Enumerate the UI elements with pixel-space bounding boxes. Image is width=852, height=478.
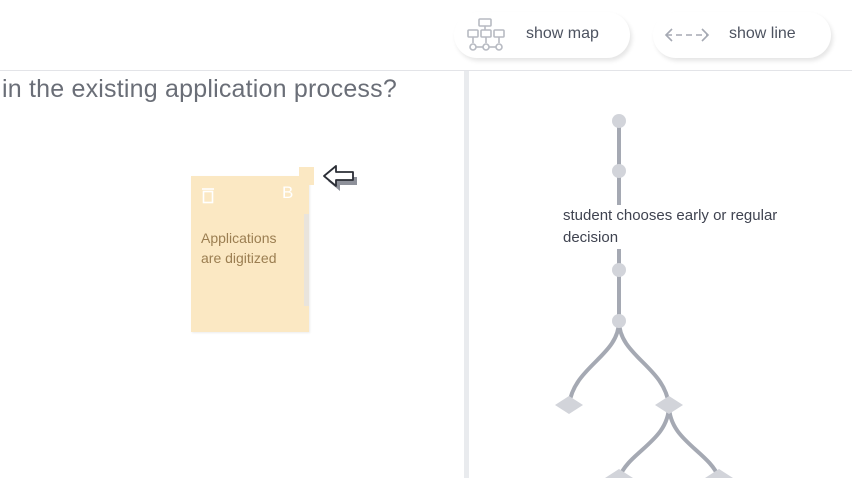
panel-divider[interactable] [464, 71, 469, 478]
process-node [612, 164, 626, 178]
decision-node [655, 396, 683, 414]
show-line-button[interactable]: show line [653, 12, 831, 58]
top-toolbar: show map show line [0, 0, 852, 71]
trash-icon[interactable] [201, 186, 215, 209]
double-arrow-icon [664, 26, 710, 49]
line-view-panel: student chooses early or regular decisio… [469, 71, 852, 478]
decision-node [705, 469, 733, 478]
process-node [612, 114, 626, 128]
note-edge [304, 214, 309, 306]
flowchart-icon [466, 17, 506, 60]
show-line-label: show line [729, 25, 796, 42]
sticky-note[interactable]: B Applications are digitized [191, 176, 309, 332]
process-node [612, 263, 626, 277]
drag-arrow-icon[interactable] [320, 160, 360, 199]
step-label: student chooses early or regular decisio… [563, 205, 813, 249]
note-letter: B [282, 183, 294, 202]
show-map-button[interactable]: show map [454, 12, 630, 58]
note-tab [299, 167, 314, 185]
process-node [612, 314, 626, 328]
decision-node [605, 469, 633, 478]
show-map-label: show map [526, 25, 599, 42]
note-text[interactable]: Applications are digitized [201, 230, 277, 266]
decision-node [555, 396, 583, 414]
question-panel: in the existing application process? B A… [0, 71, 464, 478]
process-line-diagram [555, 114, 733, 478]
question-heading: in the existing application process? [2, 75, 397, 103]
